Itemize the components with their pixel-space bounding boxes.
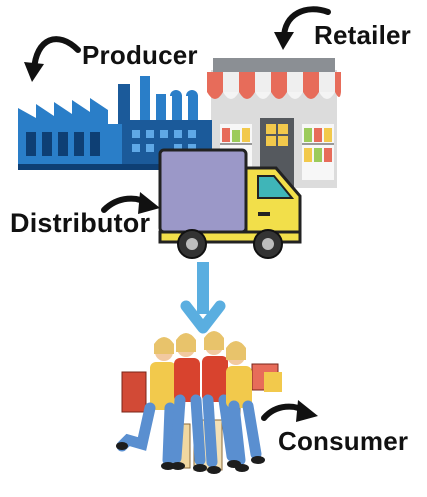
storefront-icon	[207, 58, 341, 188]
distributor-pointer-arrow-icon	[101, 192, 160, 214]
arrow-down-icon	[180, 262, 226, 334]
consumer-label: Consumer	[278, 426, 409, 456]
retailer-label: Retailer	[314, 20, 411, 50]
delivery-truck-icon	[158, 148, 302, 259]
producer-label: Producer	[82, 40, 198, 70]
producer-pointer-arrow-icon	[24, 36, 81, 82]
shoppers-icon	[116, 331, 282, 474]
retailer-pointer-arrow-icon	[274, 6, 331, 50]
consumer-pointer-arrow-icon	[261, 400, 318, 422]
distributor-label: Distributor	[10, 208, 151, 238]
